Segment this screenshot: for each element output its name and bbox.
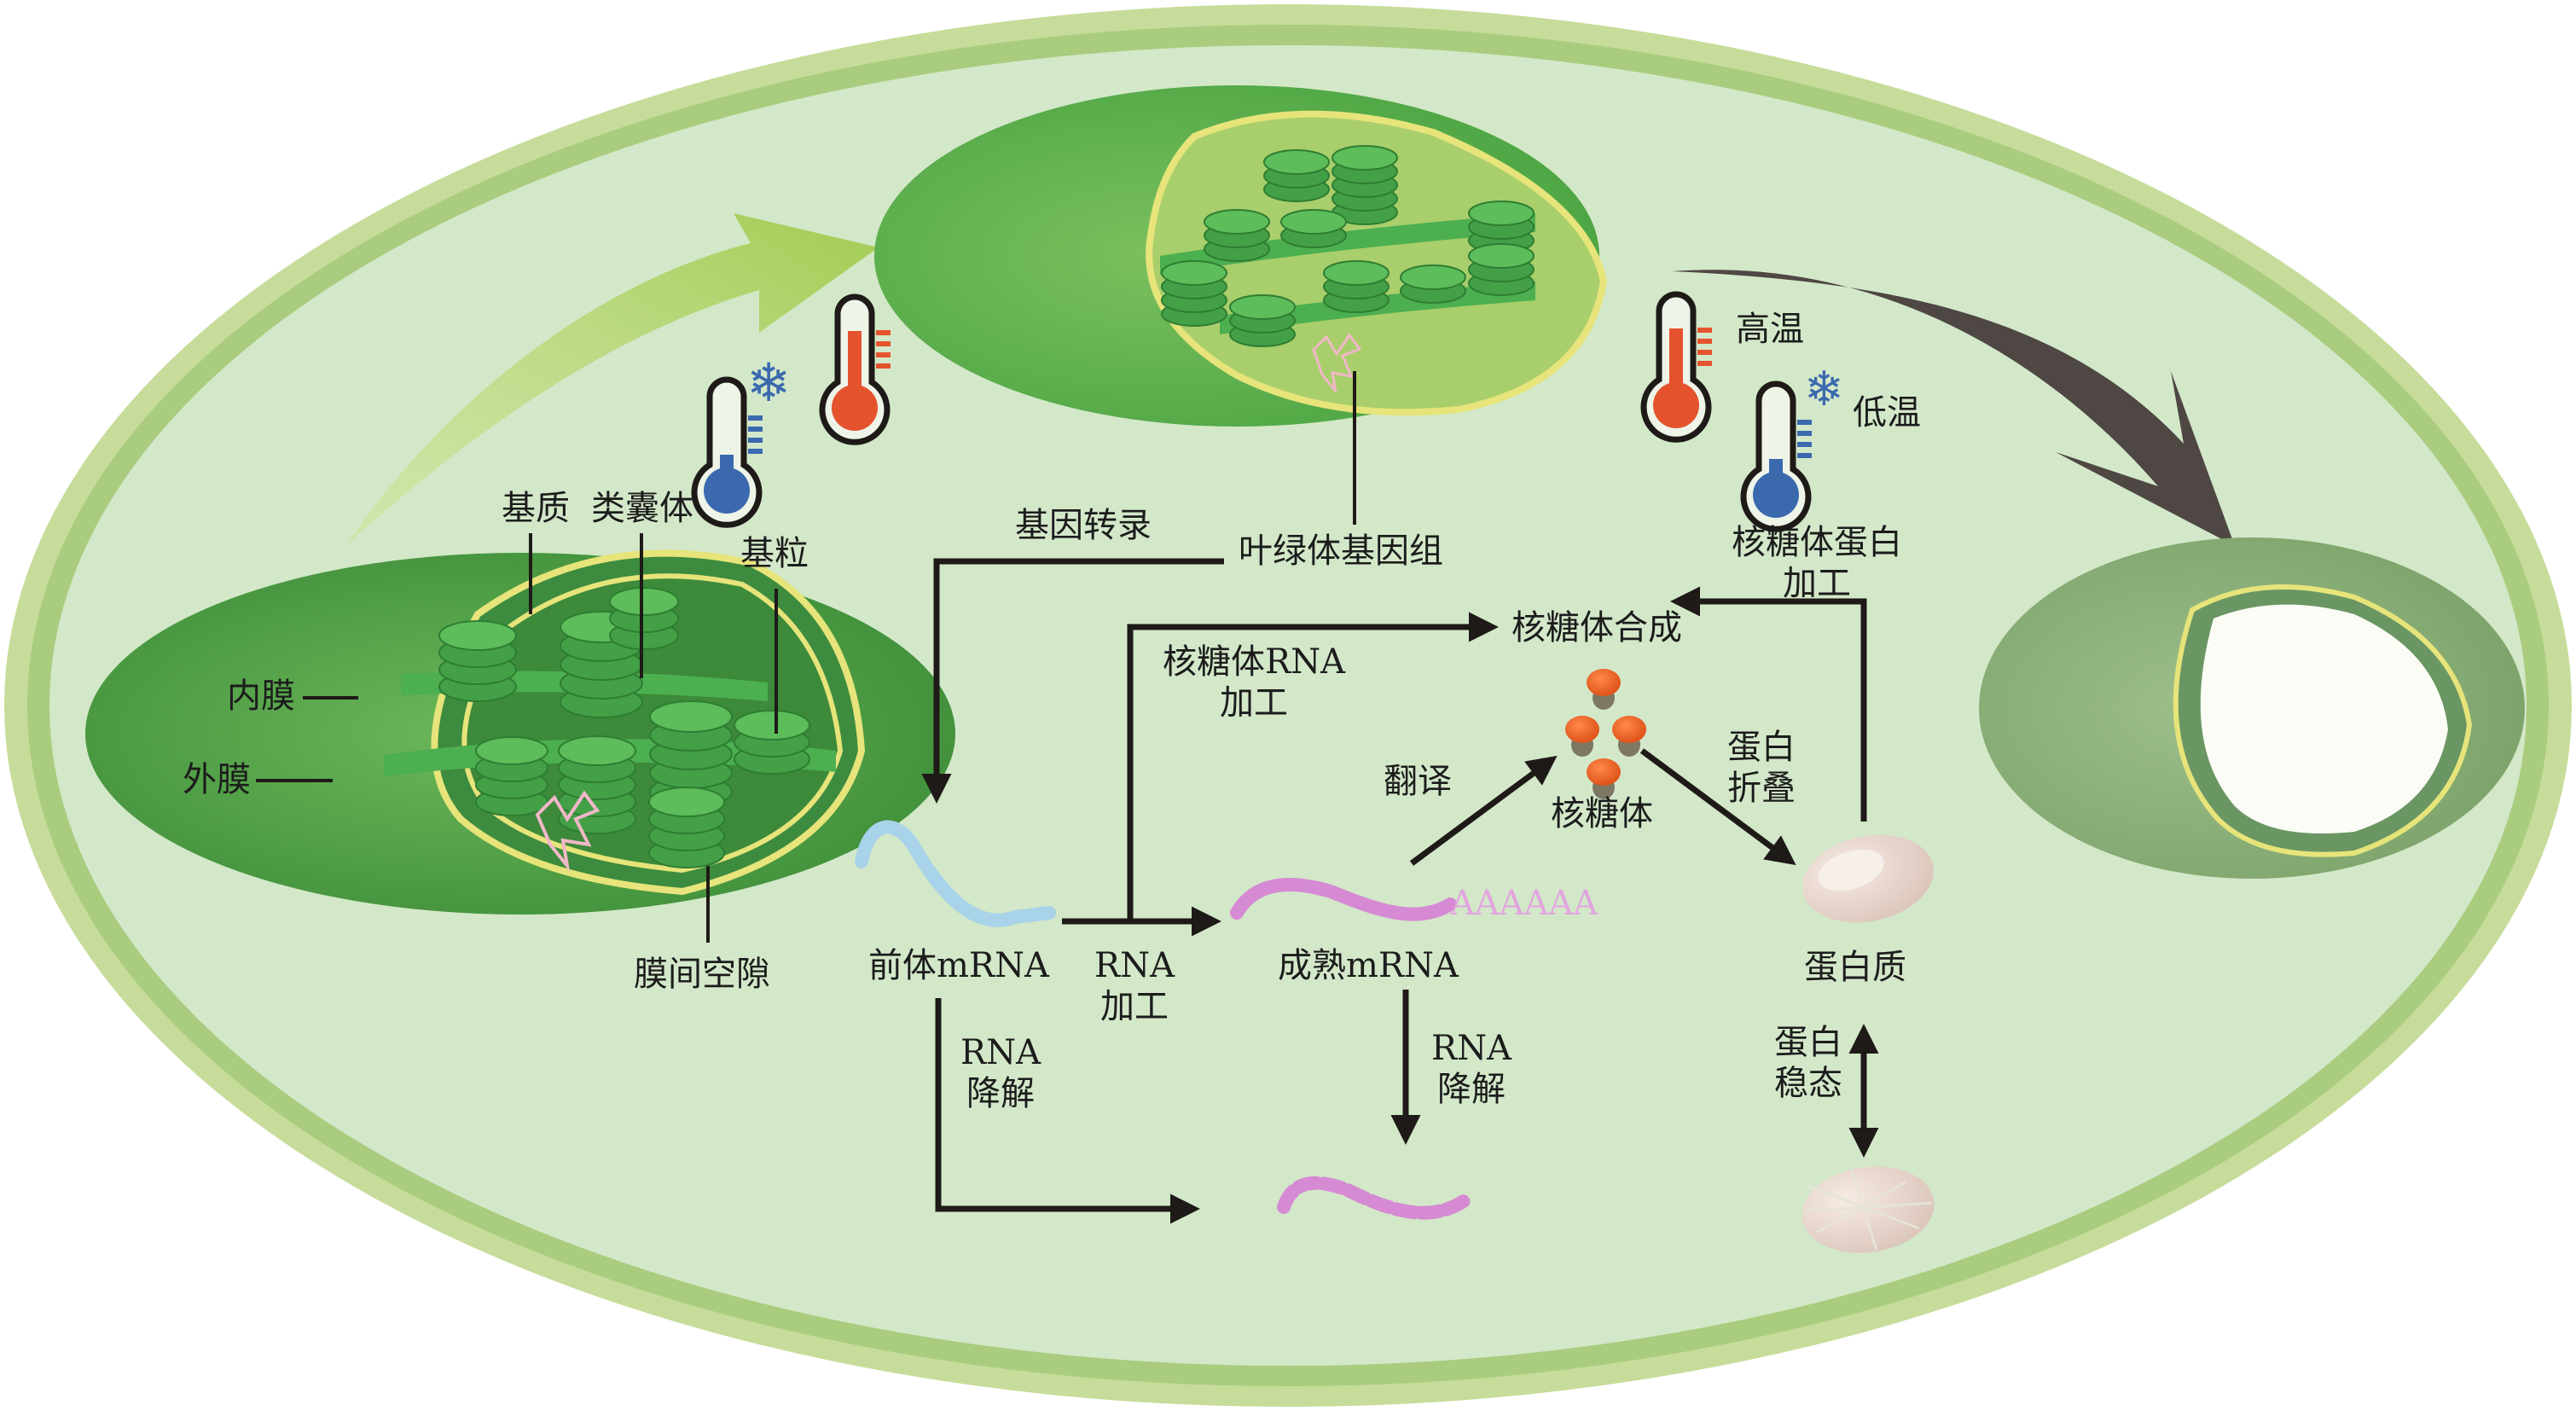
label-rna-degradation-precursor-line1: RNA — [960, 1033, 1041, 1072]
chloroplast-cut-face-inner — [461, 573, 844, 874]
cell — [4, 4, 2572, 1407]
label-low-temperature: 低温 — [1853, 393, 1921, 433]
label-rna-processing: RNA 加工 — [1092, 945, 1177, 1027]
leader-lines — [256, 371, 1356, 943]
granum-stack — [1161, 260, 1227, 327]
arrow-rrna-processing — [1127, 612, 1499, 921]
chloroplast-top — [874, 85, 1608, 427]
label-ribosomal-protein-processing: 核糖体蛋白 加工 — [1719, 522, 1915, 604]
label-outer-membrane: 外膜 — [183, 760, 251, 799]
granum-stack — [1280, 209, 1347, 248]
label-intermembrane-space: 膜间空隙 — [634, 955, 770, 994]
ribosome-icon — [1587, 669, 1621, 710]
grana-stacks-top — [1160, 145, 1535, 347]
label-protein-folding: 蛋白 折叠 — [1719, 727, 1804, 809]
thermometer-hot-icon-right — [1640, 291, 1712, 443]
granum-stack — [1400, 264, 1466, 304]
label-rna-degradation-precursor: RNA 降解 — [958, 1032, 1043, 1114]
granum-stack — [734, 710, 810, 775]
arrow-gene-transcription — [921, 558, 1224, 804]
granum-stack — [558, 735, 636, 834]
label-rna-processing-line2: 加工 — [1100, 987, 1169, 1026]
degraded-mrna-strand — [1277, 1176, 1474, 1220]
arrow-protein-folding — [1639, 748, 1796, 866]
label-translation: 翻译 — [1384, 762, 1452, 801]
granum-stack — [1229, 294, 1296, 347]
granum-stack — [1263, 149, 1330, 202]
label-high-temperature: 高温 — [1736, 310, 1804, 349]
label-protein: 蛋白质 — [1804, 948, 1906, 987]
label-protein-homeostasis-line2: 稳态 — [1774, 1064, 1842, 1103]
ribosome-icon — [1587, 758, 1621, 799]
label-rrna-processing-line1: 核糖体RNA — [1162, 642, 1345, 682]
label-rna-processing-line1: RNA — [1094, 946, 1175, 985]
label-rna-degradation-mature-line2: 降解 — [1437, 1070, 1506, 1109]
label-protein-homeostasis: 蛋白 稳态 — [1766, 1022, 1851, 1104]
label-ribosome-synthesis: 核糖体合成 — [1511, 608, 1682, 647]
label-ribosomal-protein-processing-line1: 核糖体蛋白 — [1732, 523, 1902, 562]
thermometer-hot-icon-left — [819, 293, 891, 445]
granum-stack — [609, 587, 679, 650]
granum-stack — [1204, 209, 1270, 262]
label-thylakoid: 类囊体 — [591, 489, 693, 528]
label-inner-membrane: 内膜 — [227, 676, 295, 716]
granum-stack — [1468, 243, 1535, 296]
chloroplast-damaged — [1979, 537, 2525, 879]
cytoplasm — [49, 45, 2527, 1366]
label-ribosomal-protein-processing-line2: 加工 — [1783, 564, 1851, 603]
arrow-translation — [1409, 755, 1558, 866]
chloroplast-damaged-empty-interior — [2200, 604, 2448, 833]
ribosome-icon — [1565, 716, 1599, 757]
label-ribosome: 核糖体 — [1551, 794, 1653, 833]
thermometer-cold-icon-left — [691, 376, 763, 528]
label-protein-folding-line1: 蛋白 — [1727, 728, 1796, 767]
green-curved-arrow — [345, 213, 879, 546]
snowflake-icon-left: ❄ — [746, 351, 791, 414]
arrow-ribosomal-protein-processing — [1670, 586, 1867, 822]
snowflake-icon-right: ❄ — [1804, 362, 1844, 417]
chromosome-dna-icon-top — [1312, 333, 1362, 392]
precursor-mrna-strand — [855, 820, 1056, 927]
thermometer-cold-icon-right — [1740, 380, 1812, 532]
flow-arrows — [921, 558, 1879, 1224]
arrow-precursor-degradation — [935, 998, 1200, 1224]
mature-mrna-strand — [1230, 878, 1457, 921]
granum-stack — [438, 620, 517, 702]
chloroplast-labelled — [85, 549, 955, 915]
label-rrna-processing: 核糖体RNA 加工 — [1156, 642, 1352, 723]
label-chloroplast-genome: 叶绿体基因组 — [1239, 531, 1443, 571]
label-precursor-mrna: 前体mRNA — [868, 946, 1049, 985]
granum-stack — [1323, 260, 1390, 313]
grana-stacks — [384, 587, 836, 868]
ribosome-icon — [1612, 716, 1646, 757]
granum-stack — [475, 736, 548, 816]
label-rna-degradation-mature: RNA 降解 — [1429, 1028, 1514, 1110]
label-rrna-processing-line2: 加工 — [1220, 683, 1288, 723]
label-protein-folding-line2: 折叠 — [1727, 769, 1796, 808]
chromosome-dna-icon — [535, 790, 600, 873]
granum-stack — [648, 787, 725, 868]
label-rna-degradation-precursor-line2: 降解 — [966, 1074, 1035, 1113]
dark-curved-arrow — [1672, 270, 2235, 546]
folded-protein-highlight — [1818, 849, 1884, 891]
label-gene-transcription: 基因转录 — [1015, 506, 1152, 545]
label-protein-homeostasis-line1: 蛋白 — [1774, 1023, 1842, 1062]
granum-stack — [1332, 145, 1398, 225]
label-mature-mrna: 成熟mRNA — [1278, 946, 1459, 985]
label-stroma: 基质 — [502, 489, 570, 528]
misfolded-protein — [1801, 1166, 1935, 1253]
label-poly-a-tail: AAAAAA — [1450, 884, 1598, 923]
label-rna-degradation-mature-line1: RNA — [1430, 1029, 1511, 1068]
label-granum: 基粒 — [740, 534, 809, 573]
ribosome-cluster — [1565, 669, 1646, 799]
